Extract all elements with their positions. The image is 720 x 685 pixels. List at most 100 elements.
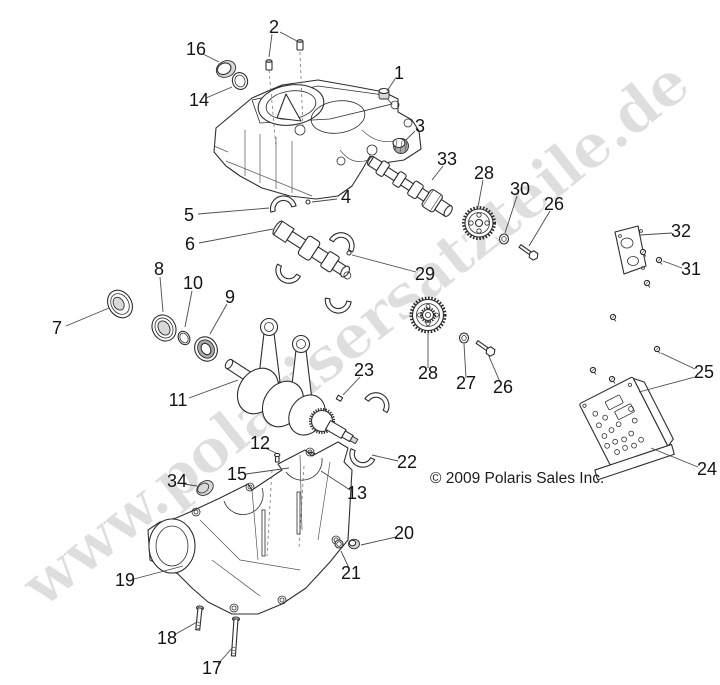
callout-leader-26 (528, 210, 551, 247)
callout-leader-7 (65, 307, 110, 327)
callout-leader-30 (504, 195, 518, 234)
callout-leader-9 (209, 303, 228, 335)
callout-label-21: 21 (341, 563, 361, 583)
callout-leader-31 (662, 260, 683, 269)
callout-leader-22 (371, 454, 399, 462)
callout-leader-17 (217, 646, 234, 665)
callout-leader-2 (279, 31, 298, 42)
callout-layer: 1234567891011121314151617181920212223242… (52, 17, 717, 678)
callout-label-28: 28 (418, 363, 438, 383)
callout-leader-34 (183, 483, 198, 487)
callout-label-11: 11 (169, 390, 188, 410)
callout-label-30: 30 (510, 179, 530, 199)
callout-label-5: 5 (184, 205, 194, 225)
plug-1 (378, 87, 390, 100)
cam-gear-28 (462, 206, 496, 240)
callout-leader-25 (660, 352, 696, 370)
callout-leader-8 (159, 276, 164, 313)
balance-shaft-6 (272, 220, 352, 280)
bearing-shell-d (364, 392, 390, 414)
oring-14 (231, 72, 249, 90)
callout-label-31: 31 (681, 259, 701, 279)
callout-label-28: 28 (474, 163, 494, 183)
callout-label-22: 22 (397, 452, 417, 472)
callout-label-1: 1 (394, 63, 404, 83)
bolt-12 (274, 452, 281, 463)
callout-label-10: 10 (183, 273, 203, 293)
callout-label-20: 20 (394, 523, 414, 543)
callout-label-17: 17 (202, 658, 222, 678)
gasket-32 (614, 225, 647, 275)
callout-leader-29 (351, 254, 417, 273)
dowel-pin-4 (305, 199, 311, 205)
callout-leader-6 (198, 228, 274, 244)
key-23 (335, 394, 344, 402)
callout-label-32: 32 (671, 221, 691, 241)
plug-34 (196, 480, 214, 496)
callout-leader-21 (340, 550, 350, 569)
callout-label-6: 6 (185, 234, 195, 254)
bolt-18 (195, 605, 205, 631)
callout-label-33: 33 (437, 149, 457, 169)
callout-label-14: 14 (189, 90, 209, 110)
lower-crankcase-half (147, 441, 353, 615)
bore-wedge (276, 93, 302, 122)
washer-21 (334, 539, 344, 549)
callout-leader-23 (342, 376, 361, 396)
callout-label-13: 13 (347, 483, 367, 503)
bearing-shell-5 (269, 195, 297, 213)
dowel-pin-29 (346, 250, 352, 256)
dowel-pins-2 (265, 39, 304, 148)
washer-27 (458, 332, 470, 344)
callout-label-12: 12 (250, 433, 270, 453)
bearing-9 (194, 336, 218, 362)
callout-leader-1 (386, 78, 396, 92)
callout-leader-18 (173, 621, 198, 636)
bearing-8 (151, 314, 177, 342)
callout-label-8: 8 (154, 259, 164, 279)
copyright-text: © 2009 Polaris Sales Inc. (430, 470, 604, 487)
callout-leader-2 (268, 33, 273, 58)
breather-plate-24 (579, 376, 675, 481)
bolt-26-bottom (475, 340, 496, 357)
callout-leader-14 (205, 86, 233, 99)
seal-7 (107, 289, 133, 319)
bolt-26-top (518, 244, 539, 261)
callout-label-2: 2 (269, 17, 279, 37)
bearing-shell-22 (349, 448, 376, 468)
callout-label-27: 27 (456, 373, 476, 393)
callout-label-15: 15 (227, 464, 247, 484)
callout-leader-25 (638, 376, 696, 393)
callout-leader-4 (311, 198, 338, 203)
callout-label-26: 26 (493, 377, 513, 397)
callout-leader-11 (188, 379, 239, 399)
callout-label-24: 24 (697, 459, 717, 479)
upper-crankcase-half (213, 79, 422, 200)
callout-label-23: 23 (354, 360, 374, 380)
crankshaft-11 (224, 317, 359, 445)
snap-ring-10 (177, 330, 191, 346)
callout-leader-33 (431, 165, 444, 181)
callout-leader-13 (320, 470, 351, 491)
bolt-17 (230, 616, 241, 657)
callout-label-9: 9 (225, 287, 235, 307)
callout-leader-5 (197, 207, 270, 215)
callout-label-26: 26 (544, 194, 564, 214)
callout-leader-24 (650, 447, 699, 468)
callout-label-19: 19 (115, 570, 135, 590)
callout-leader-16 (202, 53, 220, 63)
bearing-shell-a (329, 232, 355, 253)
callout-leader-15 (245, 467, 290, 475)
bearing-shell-c (324, 297, 352, 314)
callout-label-7: 7 (52, 318, 62, 338)
callout-leader-12 (264, 447, 277, 454)
callout-label-29: 29 (415, 264, 435, 284)
callout-label-34: 34 (167, 471, 187, 491)
callout-leader-3 (405, 130, 416, 141)
balance-gear-28 (409, 296, 447, 334)
callout-leader-26 (487, 353, 501, 383)
callout-leader-28 (477, 179, 484, 208)
camshaft-33 (367, 156, 453, 217)
